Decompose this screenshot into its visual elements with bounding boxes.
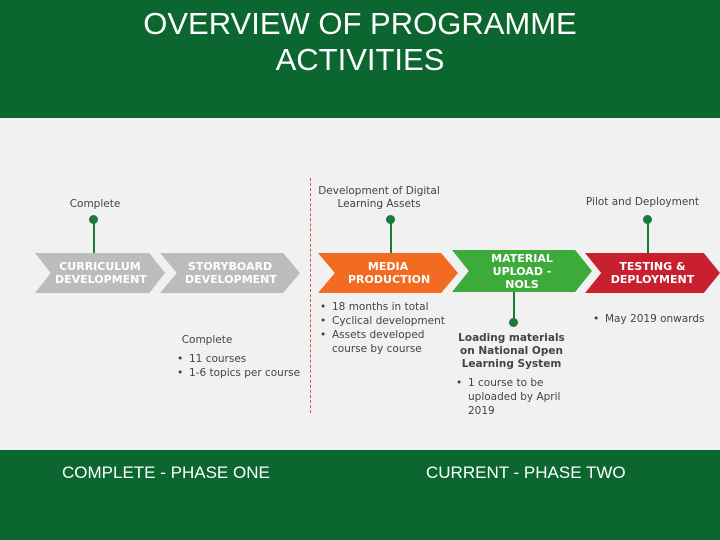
label-complete: Complete xyxy=(69,198,121,210)
list-item: Assets developed course by course xyxy=(320,328,450,356)
connector-stem xyxy=(513,292,515,321)
stage-label: CURRICULUM DEVELOPMENT xyxy=(55,260,147,286)
media-bullets: 18 months in total Cyclical development … xyxy=(320,300,450,356)
material-bullets: 1 course to be uploaded by April 2019 xyxy=(456,376,571,418)
connector-dot xyxy=(643,215,652,224)
stage-label: MATERIAL UPLOAD - NOLS xyxy=(491,251,553,291)
material-label: Loading materials on National Open Learn… xyxy=(458,332,565,370)
stage-media-production: MEDIA PRODUCTION xyxy=(318,253,458,293)
connector-dot xyxy=(89,215,98,224)
storyboard-status: Complete xyxy=(181,334,233,346)
stage-label: STORYBOARD DEVELOPMENT xyxy=(185,260,277,286)
testing-bullets: May 2019 onwards xyxy=(593,312,718,326)
stage-testing-deployment: TESTING & DEPLOYMENT xyxy=(585,253,720,293)
connector-stem xyxy=(647,220,649,253)
footer-banner xyxy=(0,450,720,540)
header-banner xyxy=(0,0,720,118)
connector-stem xyxy=(390,220,392,253)
title-line-2: ACTIVITIES xyxy=(275,42,445,77)
title-line-1: OVERVIEW OF PROGRAMME xyxy=(143,6,577,41)
connector-dot xyxy=(386,215,395,224)
label-pilot: Pilot and Deployment xyxy=(585,196,700,208)
stage-material-upload: MATERIAL UPLOAD - NOLS xyxy=(452,250,592,292)
stage-label: MEDIA PRODUCTION xyxy=(348,260,431,286)
storyboard-bullets: 11 courses 1-6 topics per course xyxy=(177,352,300,380)
list-item: 1-6 topics per course xyxy=(177,366,300,380)
page-title: OVERVIEW OF PROGRAMME ACTIVITIES xyxy=(0,6,720,78)
list-item: May 2019 onwards xyxy=(593,312,718,326)
list-item: 18 months in total xyxy=(320,300,450,314)
connector-stem xyxy=(93,220,95,253)
list-item: Cyclical development xyxy=(320,314,450,328)
phase-two-label: CURRENT - PHASE TWO xyxy=(426,463,626,482)
stage-curriculum-development: CURRICULUM DEVELOPMENT xyxy=(35,253,165,293)
stage-label: TESTING & DEPLOYMENT xyxy=(610,260,695,286)
list-item: 1 course to be uploaded by April 2019 xyxy=(456,376,571,418)
label-development: Development of Digital Learning Assets xyxy=(318,185,440,210)
stage-storyboard-development: STORYBOARD DEVELOPMENT xyxy=(160,253,300,293)
phase-one-label: COMPLETE - PHASE ONE xyxy=(62,463,270,482)
connector-dot xyxy=(509,318,518,327)
phase-divider xyxy=(310,178,311,413)
list-item: 11 courses xyxy=(177,352,300,366)
